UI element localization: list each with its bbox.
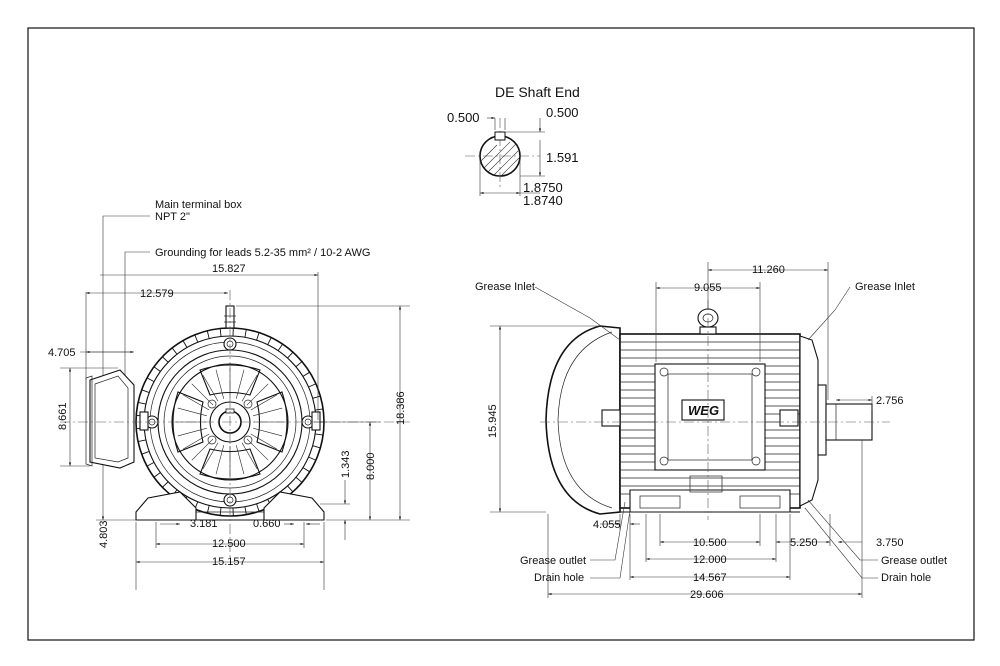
dim-29606: 29.606 bbox=[690, 589, 724, 601]
dim-14567: 14.567 bbox=[693, 572, 727, 584]
dim-8000: 8.000 bbox=[365, 452, 377, 480]
terminal-box-label: Main terminal box bbox=[155, 199, 242, 211]
shaft-dia-max: 1.8750 bbox=[523, 180, 563, 195]
drawing-border bbox=[27, 27, 975, 641]
grease-outlet-left: Grease outlet bbox=[520, 555, 586, 567]
dim-2756: 2.756 bbox=[876, 395, 904, 407]
dim-15827: 15.827 bbox=[212, 263, 246, 275]
dim-5250: 5.250 bbox=[790, 537, 818, 549]
dim-3181: 3.181 bbox=[190, 518, 218, 530]
side-view: WEG Grease Inlet Grease Inlet Grease out… bbox=[475, 262, 947, 601]
dim-12000: 12.000 bbox=[693, 554, 727, 566]
grease-inlet-left: Grease Inlet bbox=[475, 281, 535, 293]
grounding-label: Grounding for leads 5.2-35 mm² / 10-2 AW… bbox=[155, 247, 370, 259]
dim-4803: 4.803 bbox=[98, 520, 110, 548]
grease-inlet-right: Grease Inlet bbox=[855, 281, 915, 293]
key-width-dim: 0.500 bbox=[447, 110, 480, 125]
dim-18386: 18.386 bbox=[395, 391, 407, 425]
weg-logo: WEG bbox=[688, 403, 719, 418]
dim-1343: 1.343 bbox=[340, 450, 352, 478]
dim-15945: 15.945 bbox=[487, 404, 499, 438]
dim-15157: 15.157 bbox=[212, 556, 246, 568]
drain-hole-right: Drain hole bbox=[881, 572, 931, 584]
terminal-box-thread: NPT 2" bbox=[155, 211, 190, 223]
shaft-dia-min: 1.8740 bbox=[523, 193, 563, 208]
dim-4705: 4.705 bbox=[48, 347, 76, 359]
dim-12579: 12.579 bbox=[140, 288, 174, 300]
drain-hole-left: Drain hole bbox=[534, 572, 584, 584]
dim-11260: 11.260 bbox=[752, 264, 785, 276]
shaft-end-title: DE Shaft End bbox=[495, 84, 580, 100]
dim-10500: 10.500 bbox=[693, 537, 727, 549]
dim-4055: 4.055 bbox=[593, 519, 621, 531]
grease-outlet-right: Grease outlet bbox=[881, 555, 947, 567]
shaft-end-detail: DE Shaft End 0.500 0.500 1.591 bbox=[447, 84, 580, 208]
dim-12500: 12.500 bbox=[212, 538, 246, 550]
key-depth-dim: 0.500 bbox=[546, 105, 579, 120]
key-height-dim: 1.591 bbox=[546, 150, 579, 165]
front-view: Main terminal box NPT 2" Grounding for l… bbox=[48, 199, 410, 590]
dim-0660: 0.660 bbox=[253, 518, 281, 530]
dim-3750: 3.750 bbox=[876, 537, 904, 549]
dim-9055: 9.055 bbox=[694, 282, 722, 294]
dim-8661: 8.661 bbox=[57, 402, 69, 430]
